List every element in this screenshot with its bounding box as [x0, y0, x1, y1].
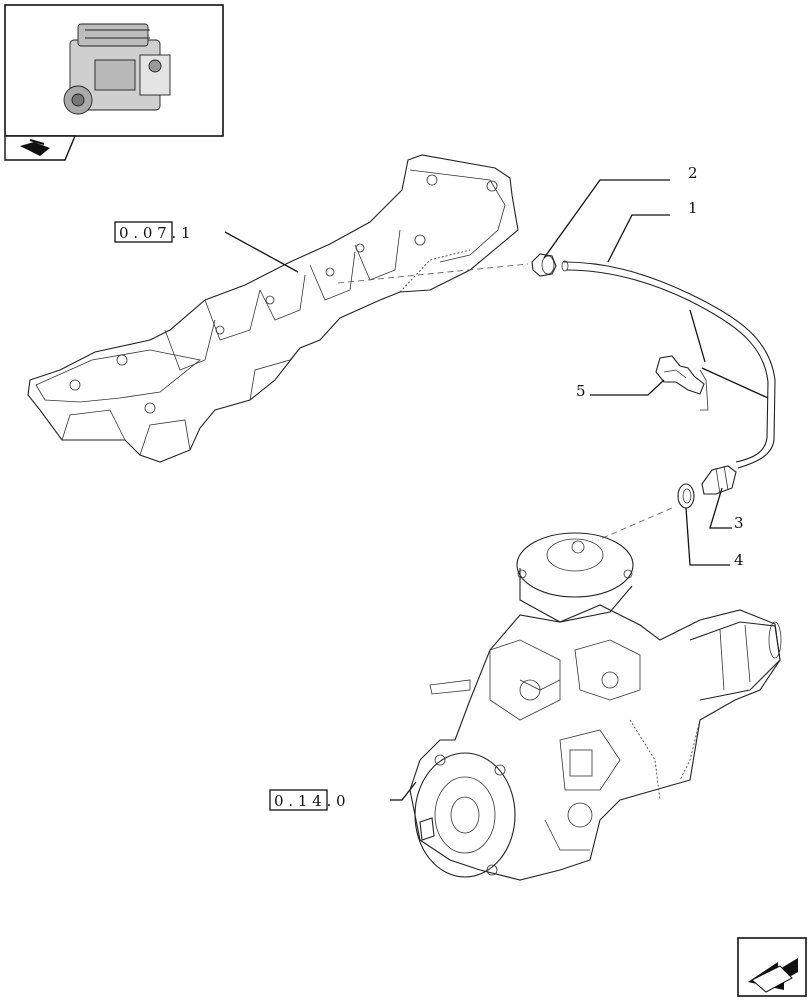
part-1-pipe: [561, 260, 776, 469]
part-3-connector: [701, 465, 737, 495]
injection-pump: [409, 532, 782, 881]
callout-4: 4: [734, 551, 744, 569]
callout-labels: 2 1 5 3 4: [576, 164, 744, 569]
reference-pump[interactable]: 0 . 1 4 . 0: [269, 789, 346, 811]
reference-pump-label: 0 . 1 4 . 0: [274, 792, 346, 810]
callout-5: 5: [576, 382, 586, 400]
projection-line-pump: [597, 507, 673, 541]
next-page-arrow-icon[interactable]: [737, 937, 807, 997]
callout-3: 3: [734, 514, 744, 532]
part-2-fitting: [531, 253, 557, 277]
section-tab-icon: [4, 135, 77, 161]
callout-1: 1: [688, 199, 698, 217]
projection-line-manifold: [337, 263, 529, 284]
callout-leaders: [224, 179, 769, 801]
callout-2: 2: [688, 164, 698, 182]
reference-manifold-label: 0 . 0 7 . 1: [119, 224, 191, 242]
intake-manifold: [27, 154, 519, 463]
part-4-washer: [677, 483, 695, 509]
part-5-clip: [655, 355, 709, 411]
engine-thumbnail: [4, 4, 224, 137]
reference-manifold[interactable]: 0 . 0 7 . 1: [114, 221, 191, 243]
